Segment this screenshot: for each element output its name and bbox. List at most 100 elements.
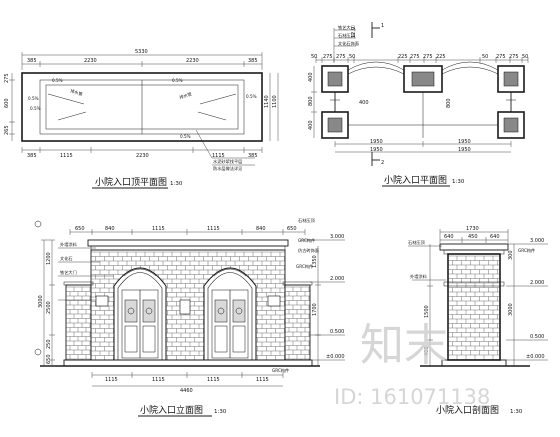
elev-grc-2: GRC构件 xyxy=(296,263,313,270)
elevation-gate-left xyxy=(113,267,167,361)
sect-grc-1: GRC构件 xyxy=(518,247,535,254)
plan-top-dim-b5: 385 xyxy=(248,153,258,159)
plan-dim-t8: 225 xyxy=(436,54,446,60)
sect-callout-1: 石材压顶 xyxy=(408,239,426,246)
elev-level-2: 2.000 xyxy=(330,276,344,282)
plan-top-dim-t2: 2230 xyxy=(84,58,97,64)
elev-callout-1: 石材压顶 xyxy=(298,217,316,224)
plan-post-tl xyxy=(321,65,349,93)
plan-top-dim-l1: 275 xyxy=(4,73,10,83)
plan-dim-l3: 400 xyxy=(308,120,314,130)
plan-view: 1 2 12.9 铁艺大门 石材压顶 文化石饰面 50 275 275 50 2… xyxy=(308,22,528,187)
plan-top-slope-3: 0.5% xyxy=(30,106,41,111)
plan-title: 小院入口平面图 xyxy=(384,174,447,186)
plan-dim-m1: 400 xyxy=(359,100,369,106)
plan-section-mark-2: 2 xyxy=(381,160,384,166)
plan-top-slope-5: 0.5% xyxy=(246,94,257,99)
sect-dim-t1: 1730 xyxy=(466,226,479,232)
elev-dim-l1: 3000 xyxy=(38,295,44,308)
sect-dim-l1: 1500 xyxy=(424,305,430,318)
elev-dim-t5: 840 xyxy=(256,226,266,232)
plan-top-dim-t4: 385 xyxy=(248,58,258,64)
plan-post-tr xyxy=(497,65,525,93)
elev-dim-b4: 1115 xyxy=(256,377,269,383)
elev-dim-t1: 650 xyxy=(75,226,85,232)
elev-dim-r1: 1700 xyxy=(312,303,318,316)
elev-dim-l3: 2500 xyxy=(46,301,52,314)
elev-dim-l4: 250 xyxy=(46,339,52,349)
plan-dim-t3: 275 xyxy=(336,54,346,60)
elev-level-4: ±0.000 xyxy=(326,354,345,360)
sect-dim-r1: 300 xyxy=(508,250,514,260)
elev-dim-l2: 1200 xyxy=(46,252,52,265)
plan-top-dim-r1: 1140 xyxy=(264,95,270,108)
section-title: 小院入口剖面图 xyxy=(436,404,499,416)
elev-callout-3: 外墙涂料 xyxy=(60,241,78,248)
plan-post-bl xyxy=(321,111,349,139)
plan-top-scale: 1:30 xyxy=(170,181,183,187)
plan-post-br xyxy=(497,111,525,139)
elev-dim-b1: 1115 xyxy=(105,377,118,383)
section-scale: 1:30 xyxy=(510,409,523,415)
plan-section-mark-1: 1 xyxy=(381,23,384,29)
plan-top-drain-note-1: 排水管 xyxy=(69,87,83,98)
plan-dim-b4: 1950 xyxy=(458,147,471,153)
elev-dim-l5: 650 xyxy=(46,354,52,364)
sect-callout-2: 外墙涂料 xyxy=(410,273,428,280)
plan-dim-t7: 275 xyxy=(423,54,433,60)
sect-dim-r2: 3000 xyxy=(508,303,514,316)
plan-top-overall-dim: 5330 xyxy=(135,49,148,55)
plan-level-mark: 12.9 xyxy=(351,27,357,38)
plan-callout-3: 文化石饰面 xyxy=(338,40,359,47)
plan-dim-l2: 800 xyxy=(308,96,314,106)
plan-dim-b3: 1950 xyxy=(370,147,383,153)
plan-top-dim-b3: 2230 xyxy=(136,153,149,159)
plan-top-slope-4: 0.5% xyxy=(172,78,183,83)
plan-callout-1: 铁艺大门 xyxy=(338,24,355,31)
elev-callout-4: 文化石 xyxy=(60,255,73,262)
plan-top-dim-b1: 385 xyxy=(27,153,37,159)
plan-top-drain-note-2: 排水管 xyxy=(178,90,192,101)
plan-dim-t12: 50 xyxy=(522,54,528,60)
plan-top-title: 小院入口顶平面图 xyxy=(95,176,167,188)
section-brick-pattern xyxy=(447,255,500,360)
watermark-brand: 知末 xyxy=(360,320,448,371)
elev-level-3: 0.500 xyxy=(330,329,344,335)
sect-dim-l2: 400 xyxy=(424,346,430,356)
sect-dim-t3: 450 xyxy=(468,234,478,240)
elevation-gate-right xyxy=(203,267,257,361)
sect-level-2: 2.000 xyxy=(530,280,544,286)
plan-dim-l1: 400 xyxy=(308,72,314,82)
elevation-view: 650 840 1115 1115 840 650 xyxy=(34,217,345,417)
elev-dim-t2: 840 xyxy=(105,226,115,232)
plan-top-dim-l3: 265 xyxy=(4,125,10,135)
section-view: 1730 640 450 640 1500 400 石材压顶 外墙涂料 300 … xyxy=(408,226,548,416)
plan-dim-t9: 50 xyxy=(482,54,488,60)
plan-dim-t10: 275 xyxy=(496,54,506,60)
plan-top-dim-b2: 1115 xyxy=(60,153,73,159)
plan-top-dim-l2: 600 xyxy=(4,98,10,108)
elevation-scale: 1:30 xyxy=(214,409,227,415)
plan-dim-m2: 800 xyxy=(446,98,452,108)
elev-dim-r2: 1350 xyxy=(312,255,318,268)
watermark-id: ID: 161071138 xyxy=(334,385,490,409)
sect-level-1: 3.000 xyxy=(530,238,544,244)
plan-callout-2: 石材压顶 xyxy=(338,32,356,39)
plan-dim-b2: 1950 xyxy=(458,139,471,145)
plan-top-slope-2: 0.5% xyxy=(28,96,39,101)
elev-grc-3: GRC构件 xyxy=(272,367,289,374)
elev-level-1: 3.000 xyxy=(330,234,344,240)
plan-dim-b1: 1950 xyxy=(370,139,383,145)
plan-top-callout-1: 水泥砂浆找平层 xyxy=(213,158,242,165)
plan-dim-t4: 50 xyxy=(349,54,355,60)
sect-dim-t2: 640 xyxy=(444,234,454,240)
plan-dim-t11: 275 xyxy=(509,54,519,60)
plan-top-callout-2: 防水层做法详见 xyxy=(213,165,242,172)
plan-dim-t2: 275 xyxy=(323,54,333,60)
plan-dim-t6: 275 xyxy=(410,54,420,60)
elev-dim-t6: 650 xyxy=(287,226,297,232)
plan-top-slope-6: 0.5% xyxy=(180,134,191,139)
plan-top-dim-t1: 385 xyxy=(27,58,37,64)
elev-dim-b2: 1115 xyxy=(152,377,165,383)
